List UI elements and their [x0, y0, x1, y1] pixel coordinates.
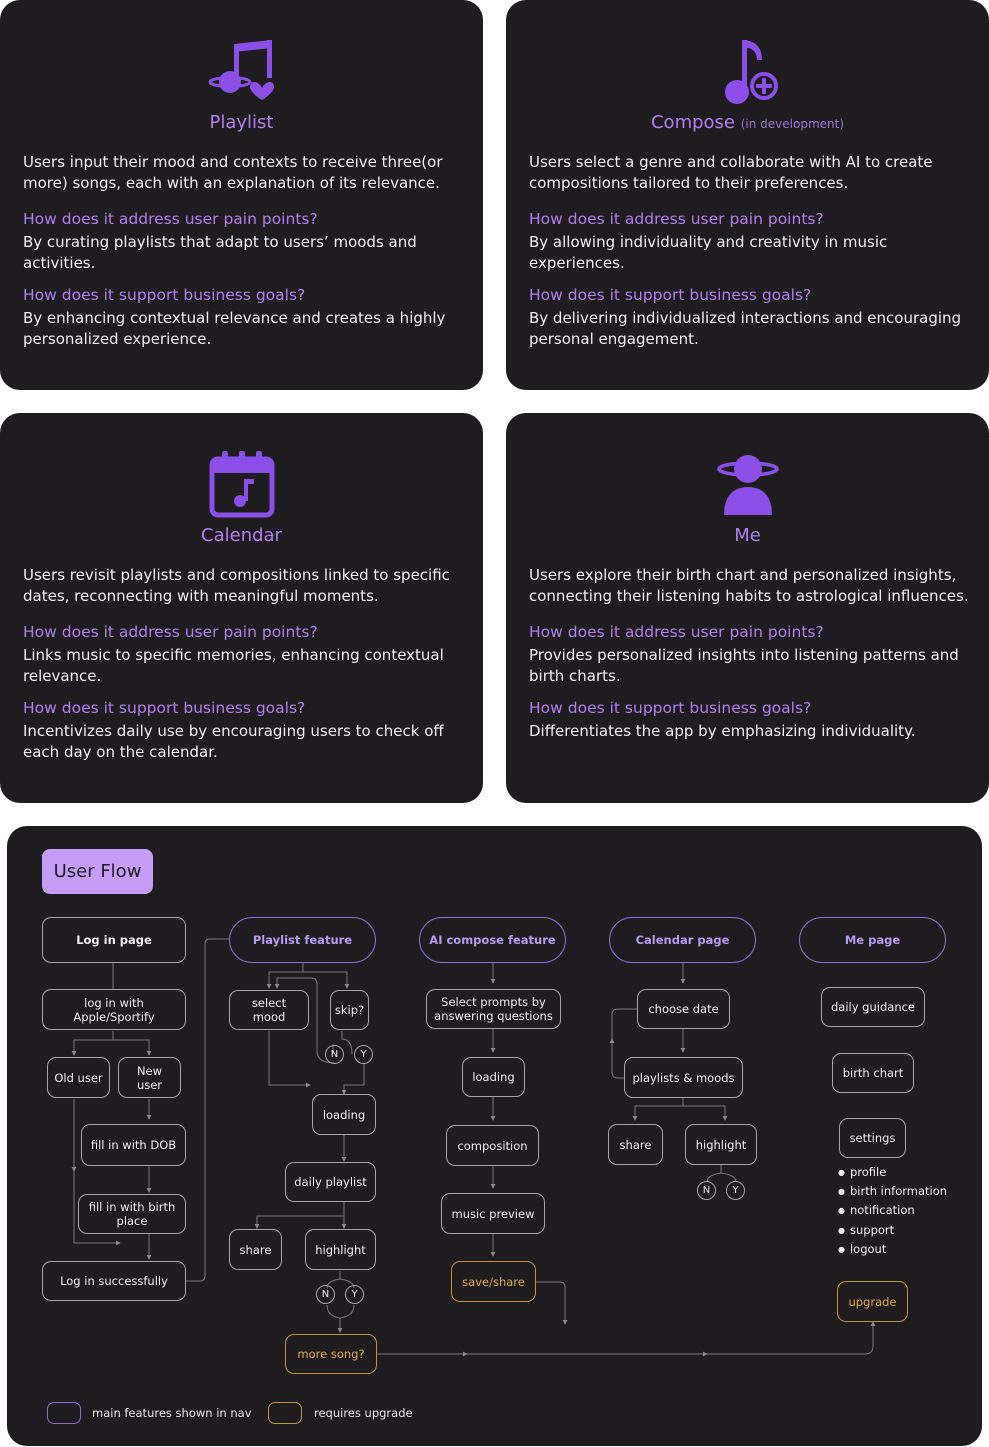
card-description: Users select a genre and collaborate wit… [529, 153, 933, 192]
card-answer: By enhancing contextual relevance and cr… [23, 309, 446, 348]
settings-node: settings [839, 1118, 906, 1158]
user-flow-title: User Flow [42, 849, 153, 894]
daily-playlist-node: daily playlist [285, 1162, 376, 1202]
card-question: How does it support business goals? [529, 286, 812, 304]
card-title: Calendar [201, 525, 282, 546]
fill-dob-node: fill in with DOB [81, 1124, 186, 1166]
compose-loading-node: loading [462, 1057, 525, 1097]
user-flow-panel: User Flow Log in page log in with Apple/… [7, 826, 982, 1446]
music-planet-heart-icon [208, 40, 274, 100]
playlist-loading-node: loading [312, 1094, 376, 1135]
no-option: N [697, 1181, 716, 1200]
daily-guidance-node: daily guidance [821, 987, 925, 1027]
calendar-share-node: share [608, 1124, 663, 1165]
playlist-card: Playlist Users input their mood and cont… [0, 0, 483, 390]
card-question: How does it support business goals? [529, 699, 812, 717]
user-planet-icon [716, 455, 779, 515]
login-success-node: Log in successfully [42, 1261, 186, 1301]
card-title: Compose (in development) [650, 112, 845, 133]
playlist-feature-node: Playlist feature [229, 917, 376, 963]
card-answer: Differentiates the app by emphasizing in… [529, 722, 916, 740]
card-question: How does it address user pain points? [23, 623, 318, 641]
settings-item: support [838, 1223, 894, 1237]
card-description: Users explore their birth chart and pers… [529, 566, 969, 605]
ai-compose-feature-node: AI compose feature [419, 917, 566, 963]
settings-item: logout [838, 1242, 886, 1256]
settings-item: birth information [838, 1184, 947, 1198]
music-note-plus-icon [724, 40, 778, 104]
music-preview-node: music preview [441, 1193, 545, 1234]
legend-main-swatch [47, 1402, 81, 1424]
yes-option: Y [345, 1285, 364, 1304]
card-question: How does it address user pain points? [23, 210, 318, 228]
select-mood-node: select mood [229, 990, 309, 1030]
login-apple-node: log in with Apple/Sportify [42, 989, 186, 1030]
card-question: How does it address user pain points? [529, 623, 824, 641]
no-option: N [325, 1045, 344, 1064]
legend-upgrade-swatch [268, 1402, 302, 1424]
upgrade-node: upgrade [837, 1281, 908, 1322]
card-answer: By curating playlists that adapt to user… [23, 233, 417, 272]
me-card: Me Users explore their birth chart and p… [506, 413, 989, 803]
legend-upgrade-label: requires upgrade [314, 1406, 413, 1420]
playlists-moods-node: playlists & moods [624, 1057, 743, 1098]
card-answer: Incentivizes daily use by encouraging us… [23, 722, 444, 761]
settings-item: notification [838, 1203, 915, 1217]
card-answer: Provides personalized insights into list… [529, 646, 959, 685]
yes-option: Y [354, 1045, 373, 1064]
login-page-node: Log in page [42, 917, 186, 963]
playlist-share-node: share [229, 1229, 282, 1270]
new-user-node: New user [118, 1057, 181, 1098]
calendar-music-icon [209, 451, 274, 518]
card-description: Users input their mood and contexts to r… [23, 153, 443, 192]
calendar-page-node: Calendar page [609, 917, 756, 963]
settings-item: profile [838, 1165, 886, 1179]
me-page-node: Me page [799, 917, 946, 963]
save-share-node: save/share [451, 1261, 536, 1302]
skip-node: skip? [330, 990, 369, 1030]
card-question: How does it support business goals? [23, 286, 306, 304]
calendar-highlight-node: highlight [685, 1124, 757, 1165]
card-question: How does it address user pain points? [529, 210, 824, 228]
card-description: Users revisit playlists and compositions… [23, 566, 450, 605]
choose-date-node: choose date [637, 989, 730, 1029]
card-answer: By delivering individualized interaction… [529, 309, 962, 348]
select-prompts-node: Select prompts by answering questions [426, 989, 561, 1029]
no-option: N [316, 1285, 335, 1304]
card-title: Playlist [209, 112, 274, 133]
compose-card: Compose (in development) Users select a … [506, 0, 989, 390]
card-question: How does it support business goals? [23, 699, 306, 717]
old-user-node: Old user [47, 1057, 110, 1098]
composition-node: composition [446, 1125, 539, 1166]
calendar-card: Calendar Users revisit playlists and com… [0, 413, 483, 803]
more-song-node: more song? [285, 1334, 377, 1374]
card-answer: Links music to specific memories, enhanc… [23, 646, 444, 685]
yes-option: Y [726, 1181, 745, 1200]
legend-main-label: main features shown in nav [92, 1406, 252, 1420]
card-title: Me [734, 525, 761, 546]
fill-birth-place-node: fill in with birth place [78, 1194, 186, 1234]
card-answer: By allowing individuality and creativity… [529, 233, 888, 272]
flow-connectors [71, 938, 876, 1357]
playlist-highlight-node: highlight [305, 1229, 376, 1270]
birth-chart-node: birth chart [832, 1053, 914, 1093]
